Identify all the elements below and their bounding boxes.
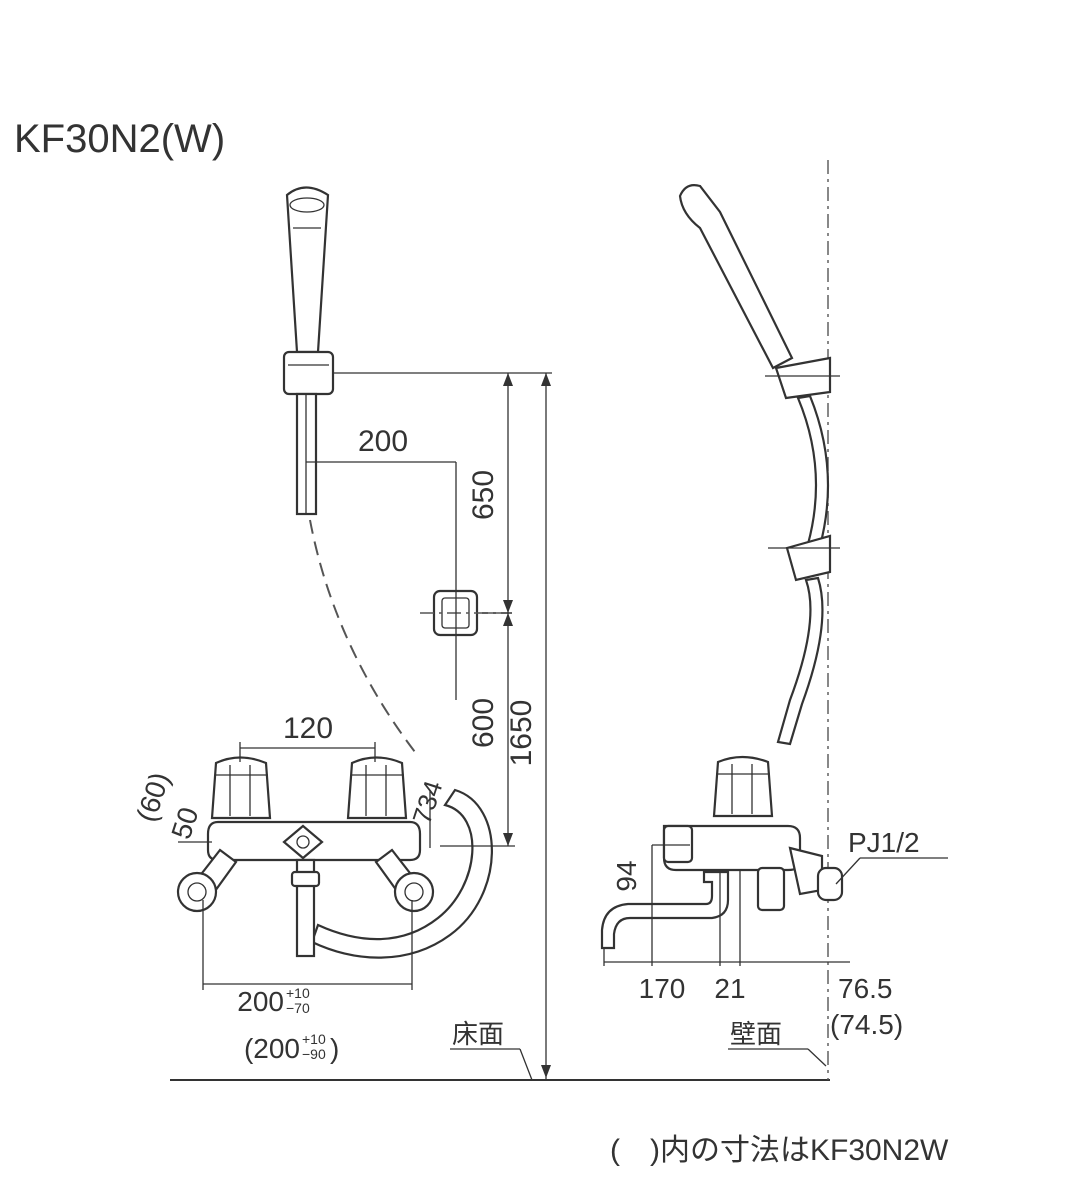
shower-bracket-lower <box>785 534 832 582</box>
side-view: 94 170 21 76.5 (74.5) PJ1/2 壁面 <box>600 160 948 1080</box>
valve-side <box>756 866 786 912</box>
spout-side <box>600 870 730 950</box>
dim-spout-reach: 170 <box>639 973 686 1004</box>
dim-handle-spacing: 120 <box>283 712 333 745</box>
page-title: KF30N2(W) <box>14 117 225 161</box>
dim-mount-spacing: 200 <box>237 986 284 1017</box>
front-view: 200 650 600 1650 120 734 50 (60) <box>131 186 552 1081</box>
dim-mount-tol-upper: +10 <box>286 985 310 1001</box>
handle-side <box>712 755 774 818</box>
dim-mount-spacing-alt-close: ) <box>330 1033 339 1064</box>
dim-body-height: 50 <box>165 803 204 842</box>
center-diverter <box>282 824 324 860</box>
dim-upper-height: 650 <box>467 470 500 520</box>
left-handle <box>210 756 272 820</box>
right-handle <box>346 756 408 820</box>
dim-mount-tol-lower: −70 <box>286 1000 310 1016</box>
dim-spout-height: 734 <box>406 777 448 828</box>
dim-body-height-alt: (60) <box>131 769 176 826</box>
dim-total-height: 1650 <box>505 700 538 767</box>
left-wall-mount <box>176 871 218 913</box>
dim-pipe-thread: PJ1/2 <box>848 827 920 858</box>
dim-mount-spacing-alt: (200 <box>244 1033 300 1064</box>
footnote: ( )内の寸法はKF30N2W <box>610 1134 949 1167</box>
shower-holder-bracket <box>282 350 335 396</box>
floor-label: 床面 <box>452 1019 504 1049</box>
dim-lower-height: 600 <box>467 698 500 748</box>
shower-head-side <box>678 184 794 370</box>
shower-bracket-upper <box>774 356 832 400</box>
dim-spout-drop: 94 <box>611 860 642 891</box>
dim-mount-tol-alt-upper: +10 <box>302 1031 326 1047</box>
dim-wall-offset-alt: (74.5) <box>830 1009 903 1040</box>
wall-label: 壁面 <box>730 1019 782 1049</box>
right-wall-mount <box>393 871 435 913</box>
hose-path-dashed <box>309 519 416 753</box>
shower-head-front <box>285 186 330 354</box>
dim-connector: 21 <box>714 973 745 1004</box>
dim-mount-tol-alt-lower: −90 <box>302 1046 326 1062</box>
slide-bar <box>796 394 830 548</box>
dim-shower-offset: 200 <box>358 425 408 458</box>
dim-wall-offset: 76.5 <box>838 973 893 1004</box>
hose-side <box>776 576 824 746</box>
